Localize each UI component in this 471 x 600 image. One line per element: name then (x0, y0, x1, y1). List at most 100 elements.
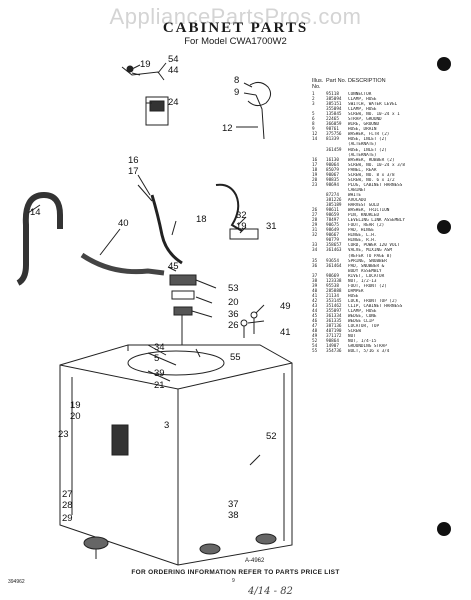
description-cell: (ALTERNATE) (348, 142, 377, 148)
part-no-cell: 22465 (326, 117, 339, 123)
illus-no-cell: 28 (312, 218, 318, 224)
part-no-cell: 355097 (326, 309, 342, 315)
part-no-cell: 93654 (326, 258, 339, 264)
callout-16: 16 (128, 155, 139, 166)
description-cell: PANEL, REAR (348, 167, 377, 173)
callout-19: 19 (70, 400, 81, 411)
description-cell: LOCK, FRONT TOP (2) (348, 298, 398, 304)
part-no-cell: 85079 (326, 167, 339, 173)
callout-18: 18 (196, 214, 207, 225)
ordering-footer: FOR ORDERING INFORMATION REFER TO PARTS … (131, 569, 340, 576)
col-illus-no: Illus. No. (312, 78, 324, 90)
rear-foot-part (83, 536, 109, 550)
callout-28: 28 (62, 500, 73, 511)
description-cell: CORD, POWER 120 VOLT (348, 243, 400, 249)
part-no-cell: 375756 (326, 132, 342, 138)
col-description: DESCRIPTION (348, 78, 386, 84)
part-no-cell: 90064 (326, 162, 339, 168)
description-cell: WASHER, RUBBER (2) (348, 157, 395, 163)
description-cell: LOCATOR, TOP (348, 324, 380, 330)
front-foot-part (199, 543, 221, 555)
callout-20: 20 (70, 411, 81, 422)
description-cell: HOSE (348, 293, 359, 299)
table-row: (ALTERNATE) (312, 142, 462, 147)
callout-55: 55 (230, 352, 241, 363)
illus-no-cell: 37 (312, 273, 318, 279)
part-no-cell: 366059 (326, 122, 342, 128)
description-cell: CLAMP, HOSE (348, 309, 377, 315)
illus-no-cell: 26 (312, 208, 318, 214)
illus-no-cell: 34 (312, 248, 318, 254)
part-no-cell: 98761 (326, 127, 339, 133)
callout-8: 8 (234, 75, 239, 86)
grounding-strap-part (121, 66, 165, 81)
part-no-cell: 355094 (326, 107, 342, 113)
description-cell: FOOT, REAR (2) (348, 223, 385, 229)
callout-40: 40 (118, 218, 129, 229)
description-cell: HARVEST GOLD (348, 203, 380, 209)
description-cell: NUT, 1/2-13 (348, 278, 377, 284)
table-row: BODY ASSEMBLY (312, 269, 462, 274)
part-no-cell: 381226 (326, 197, 342, 203)
callout-19: 19 (140, 59, 151, 70)
description-cell: SCREW, NO. 10-24 x 3/8 (348, 162, 405, 168)
part-no-cell: 361463 (326, 248, 342, 254)
callout-53: 53 (228, 283, 239, 294)
description-cell: SPRING, SNUBBER (348, 258, 387, 264)
part-no-cell: 385094 (326, 97, 342, 103)
callout-49: 49 (280, 301, 291, 312)
description-cell: (ALTERNATE) (348, 152, 377, 158)
table-row: (ALTERNATE) (312, 153, 462, 158)
part-no-cell: 285888 (326, 288, 342, 294)
illus-no-cell: 17 (312, 162, 318, 168)
parts-list-header: Illus. No. Part No. DESCRIPTION (312, 78, 462, 90)
part-no-cell: 90667 (326, 233, 339, 239)
callout-29: 29 (62, 513, 73, 524)
description-cell: NUT (348, 334, 356, 340)
part-no-cell: 95118 (326, 92, 339, 97)
part-no-cell: 90779 (326, 238, 339, 244)
part-no-cell: 81339 (326, 137, 339, 143)
illus-no-cell: 38 (312, 278, 318, 284)
part-no-cell: 98611 (326, 208, 339, 214)
callout-27: 27 (62, 489, 73, 500)
description-cell: CLAMP, HOSE (348, 107, 377, 113)
illus-no-cell: 40 (312, 288, 318, 294)
part-no-cell: 371172 (326, 334, 342, 340)
table-row: 17 90064 SCREW, NO. 10-24 x 3/8 (312, 163, 462, 168)
illus-no-cell: 39 (312, 283, 318, 289)
illus-no-cell: 18 (312, 167, 318, 173)
description-cell: HOSE, INLET (2) (348, 137, 387, 143)
callout-9: 9 (234, 87, 239, 98)
illus-no-cell: 45 (312, 314, 318, 320)
description-cell: SCREW, NO. 10-24 x 1 (348, 112, 400, 118)
illus-no-cell: 5 (312, 112, 315, 118)
illus-no-cell: 12 (312, 132, 318, 138)
water-level-switch-part (145, 96, 169, 126)
callout-14: 14 (30, 207, 41, 218)
part-no-cell: 95538 (326, 283, 339, 289)
illus-no-cell: 49 (312, 334, 318, 340)
callout-38: 38 (228, 510, 239, 521)
callout-5: 5 (154, 353, 159, 364)
description-cell: RIVET, LOCATOR (348, 273, 385, 279)
description-cell: WEDGE, CONE (348, 314, 377, 320)
